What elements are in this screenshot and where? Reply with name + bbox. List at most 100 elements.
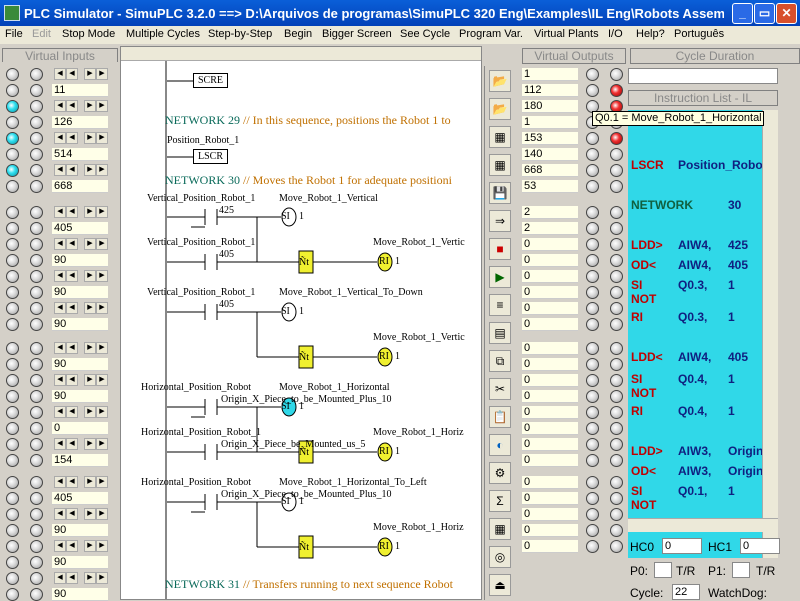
- input-led[interactable]: [6, 524, 19, 537]
- input-led[interactable]: [30, 222, 43, 235]
- tr-button[interactable]: T/R: [676, 564, 696, 578]
- arrow-right-icon[interactable]: ▶: [96, 68, 108, 80]
- input-led[interactable]: [6, 206, 19, 219]
- input-led[interactable]: [30, 148, 43, 161]
- document-icon[interactable]: ▤: [489, 322, 511, 344]
- menu-bigger-screen[interactable]: Bigger Screen: [322, 28, 392, 40]
- input-value[interactable]: 90: [52, 358, 108, 371]
- input-led[interactable]: [6, 132, 19, 145]
- input-led[interactable]: [6, 390, 19, 403]
- input-led[interactable]: [30, 588, 43, 601]
- sum-icon[interactable]: Σ: [489, 490, 511, 512]
- input-value[interactable]: 90: [52, 286, 108, 299]
- ladder-diagram[interactable]: SCRE NETWORK 29 // In this sequence, pos…: [120, 46, 482, 600]
- paste-icon[interactable]: 📋: [489, 406, 511, 428]
- input-led[interactable]: [6, 222, 19, 235]
- input-value[interactable]: 90: [52, 588, 108, 601]
- il-vertical-scrollbar[interactable]: [762, 110, 778, 558]
- export-icon[interactable]: ⇒: [489, 210, 511, 232]
- menu-portugues[interactable]: Português: [674, 28, 725, 40]
- p0-field[interactable]: [654, 562, 672, 578]
- input-led[interactable]: [6, 270, 19, 283]
- input-led[interactable]: [6, 254, 19, 267]
- menu-io[interactable]: I/O: [608, 28, 623, 40]
- arrow-right-icon[interactable]: ▶: [96, 406, 108, 418]
- input-led[interactable]: [30, 84, 43, 97]
- arrow-right-icon[interactable]: ▶: [96, 164, 108, 176]
- arrow-left-icon[interactable]: ◀: [54, 438, 66, 450]
- input-led[interactable]: [30, 206, 43, 219]
- arrow-right-icon[interactable]: ▶: [96, 540, 108, 552]
- arrow-right-icon[interactable]: ▶: [84, 572, 96, 584]
- arrow-right-icon[interactable]: ▶: [96, 476, 108, 488]
- arrow-left-icon[interactable]: ◀: [66, 270, 78, 282]
- il-horizontal-scrollbar[interactable]: [628, 518, 778, 532]
- arrow-left-icon[interactable]: ◀: [66, 374, 78, 386]
- arrow-right-icon[interactable]: ▶: [84, 238, 96, 250]
- input-value[interactable]: 405: [52, 492, 108, 505]
- save-icon[interactable]: 💾: [489, 182, 511, 204]
- toggle-icon[interactable]: ◐: [489, 434, 511, 456]
- table-icon[interactable]: ▦: [489, 518, 511, 540]
- input-led[interactable]: [30, 100, 43, 113]
- input-value[interactable]: 668: [52, 180, 108, 193]
- arrow-left-icon[interactable]: ◀: [66, 132, 78, 144]
- input-led[interactable]: [30, 438, 43, 451]
- arrow-right-icon[interactable]: ▶: [84, 406, 96, 418]
- minimize-button[interactable]: _: [732, 3, 753, 24]
- input-led[interactable]: [30, 270, 43, 283]
- menu-program-var[interactable]: Program Var.: [459, 28, 523, 40]
- copy-icon[interactable]: ⧉: [489, 350, 511, 372]
- arrow-left-icon[interactable]: ◀: [54, 164, 66, 176]
- input-led[interactable]: [30, 422, 43, 435]
- arrow-right-icon[interactable]: ▶: [84, 270, 96, 282]
- input-led[interactable]: [30, 68, 43, 81]
- arrow-left-icon[interactable]: ◀: [54, 270, 66, 282]
- input-led[interactable]: [30, 390, 43, 403]
- input-led[interactable]: [30, 508, 43, 521]
- input-led[interactable]: [6, 374, 19, 387]
- open-folder-icon[interactable]: 📂: [489, 70, 511, 92]
- arrow-left-icon[interactable]: ◀: [54, 238, 66, 250]
- arrow-left-icon[interactable]: ◀: [54, 540, 66, 552]
- arrow-right-icon[interactable]: ▶: [84, 68, 96, 80]
- arrow-right-icon[interactable]: ▶: [96, 302, 108, 314]
- input-led[interactable]: [6, 492, 19, 505]
- input-led[interactable]: [30, 524, 43, 537]
- horizontal-scrollbar[interactable]: [121, 47, 481, 61]
- input-led[interactable]: [6, 68, 19, 81]
- arrow-right-icon[interactable]: ▶: [84, 342, 96, 354]
- input-led[interactable]: [30, 540, 43, 553]
- arrow-right-icon[interactable]: ▶: [96, 100, 108, 112]
- open-folder-icon[interactable]: 📂: [489, 98, 511, 120]
- input-value[interactable]: 90: [52, 390, 108, 403]
- arrow-left-icon[interactable]: ◀: [54, 476, 66, 488]
- arrow-left-icon[interactable]: ◀: [66, 206, 78, 218]
- input-value[interactable]: 11: [52, 84, 108, 97]
- arrow-right-icon[interactable]: ▶: [96, 508, 108, 520]
- menu-help[interactable]: Help?: [636, 28, 665, 40]
- input-led[interactable]: [6, 100, 19, 113]
- input-led[interactable]: [6, 422, 19, 435]
- arrow-right-icon[interactable]: ▶: [84, 164, 96, 176]
- chart-icon[interactable]: ≡: [489, 294, 511, 316]
- arrow-left-icon[interactable]: ◀: [54, 132, 66, 144]
- input-led[interactable]: [6, 286, 19, 299]
- input-led[interactable]: [30, 254, 43, 267]
- input-value[interactable]: 90: [52, 254, 108, 267]
- input-led[interactable]: [6, 302, 19, 315]
- input-led[interactable]: [6, 318, 19, 331]
- hc1-field[interactable]: 0: [740, 538, 780, 554]
- input-led[interactable]: [6, 572, 19, 585]
- arrow-right-icon[interactable]: ▶: [96, 438, 108, 450]
- arrow-left-icon[interactable]: ◀: [66, 438, 78, 450]
- input-led[interactable]: [30, 318, 43, 331]
- close-button[interactable]: ✕: [776, 3, 797, 24]
- arrow-right-icon[interactable]: ▶: [96, 374, 108, 386]
- input-led[interactable]: [30, 286, 43, 299]
- input-led[interactable]: [6, 476, 19, 489]
- arrow-left-icon[interactable]: ◀: [66, 164, 78, 176]
- arrow-left-icon[interactable]: ◀: [66, 238, 78, 250]
- arrow-left-icon[interactable]: ◀: [54, 508, 66, 520]
- input-led[interactable]: [30, 342, 43, 355]
